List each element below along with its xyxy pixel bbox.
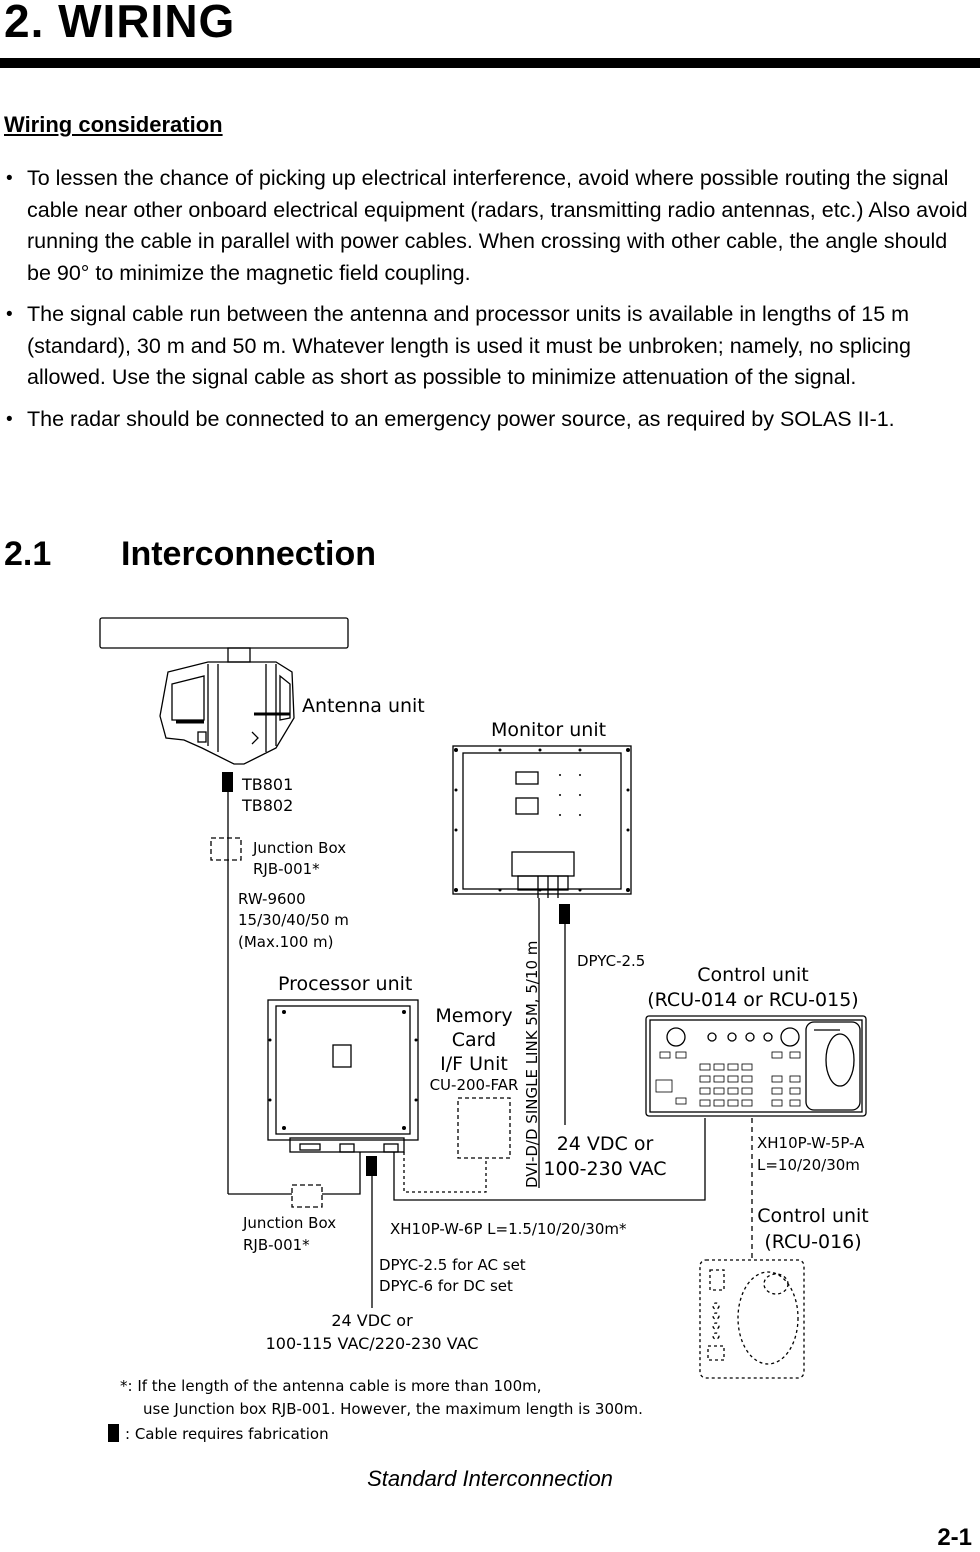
bullet-item: The signal cable run between the antenna… [0,299,975,394]
processor-unit-drawing [267,999,419,1153]
control-unit-rcu016-drawing [699,1259,805,1379]
subheading: Wiring consideration [4,112,223,137]
control-unit-2-model: (RCU-016) [764,1231,861,1253]
fabrication-mark [559,904,570,924]
control-unit-model: (RCU-014 or RCU-015) [647,989,858,1011]
xh5p-cable-label: XH10P-W-5P-A [757,1134,865,1152]
junction-box-bottom [291,1184,323,1208]
rw-cable-max: (Max.100 m) [238,933,334,951]
bullet-item: To lessen the chance of picking up elect… [0,163,975,289]
memory-card-label: Card [452,1029,496,1051]
rw-cable-label: RW-9600 [238,890,306,908]
memory-card-unit [457,1097,511,1159]
processor-power-label: 24 VDC or [331,1311,413,1330]
monitor-unit-drawing [452,745,632,898]
junction-box-top-label: Junction Box [252,839,346,857]
fabrication-mark-legend [108,1424,119,1442]
processor-power-label: 100-115 VAC/220-230 VAC [266,1334,479,1353]
fabrication-mark [222,772,233,792]
tb802-label: TB802 [241,796,293,815]
junction-box-bottom-model: RJB-001* [243,1236,310,1254]
monitor-unit-label: Monitor unit [491,719,606,741]
control-unit-2-label: Control unit [757,1205,869,1227]
control-unit-rcu014-drawing [645,1015,867,1117]
processor-unit-label: Processor unit [278,973,412,995]
tb801-label: TB801 [241,775,293,794]
dpyc-monitor-label: DPYC-2.5 [577,952,645,970]
junction-box-bottom-label: Junction Box [242,1214,336,1232]
monitor-power-label: 100-230 VAC [543,1158,666,1180]
memory-card-label: I/F Unit [440,1053,508,1075]
section-number: 2.1 [4,535,52,573]
memory-card-label: Memory [435,1005,512,1027]
page-number: 2-1 [937,1524,972,1551]
footnote: *: If the length of the antenna cable is… [120,1377,542,1395]
xh6p-cable-label: XH10P-W-6P L=1.5/10/20/30m* [390,1220,627,1238]
rw-cable-length: 15/30/40/50 m [238,911,349,929]
memory-card-model: CU-200-FAR [430,1076,519,1094]
heading-rule [0,58,980,68]
interconnection-diagram: Antenna unit TB801 TB802 Junction Box RJ… [99,617,869,1443]
fabrication-mark [366,1156,377,1176]
chapter-title: 2. WIRING [4,0,236,47]
dpyc-dc-label: DPYC-6 for DC set [379,1277,513,1295]
section-title: Interconnection [121,535,377,573]
junction-box-top-model: RJB-001* [253,860,320,878]
antenna-unit-label: Antenna unit [302,695,425,717]
bullet-list: To lessen the chance of picking up elect… [0,163,975,445]
control-unit-label: Control unit [697,964,809,986]
antenna-unit-drawing [99,617,349,765]
xh5p-cable-length: L=10/20/30m [757,1156,860,1174]
dvi-cable-label: DVI-D/D SINGLE LINK 5M, 5/10 m [523,941,541,1188]
footnote: use Junction box RJB-001. However, the m… [143,1400,643,1418]
dpyc-ac-label: DPYC-2.5 for AC set [379,1256,526,1274]
junction-box-top [210,837,242,861]
figure-caption: Standard Interconnection [367,1466,613,1491]
bullet-item: The radar should be connected to an emer… [0,404,975,436]
legend-text: : Cable requires fabrication [125,1425,329,1443]
monitor-power-label: 24 VDC or [557,1133,654,1155]
